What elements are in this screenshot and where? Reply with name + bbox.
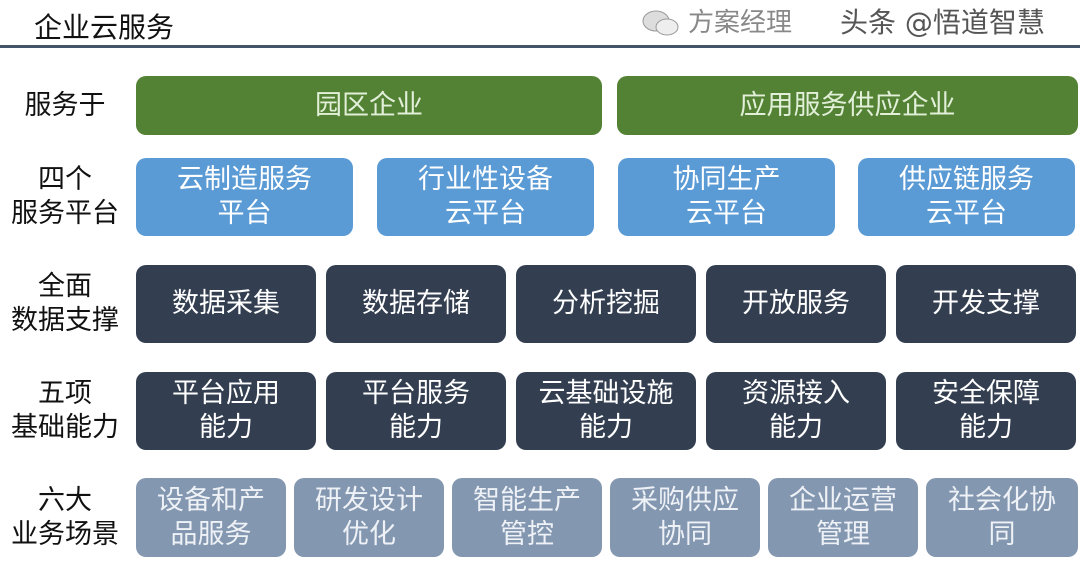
- row-label-line: 全面: [38, 271, 92, 302]
- row-label-line: 五项: [38, 378, 92, 409]
- row-label-line: 服务于: [24, 89, 106, 121]
- box-text-line: 供应链服务: [899, 164, 1034, 195]
- box-text-line: 设备和产: [157, 484, 265, 516]
- box-text-line: 应用服务供应企业: [739, 89, 956, 121]
- row-label-platforms: 四个服务平台: [0, 158, 130, 236]
- box-text-line: 开发支撑: [932, 288, 1040, 319]
- box-text-line: 云制造服务: [177, 164, 312, 195]
- box-text-line: 数据采集: [172, 288, 280, 319]
- row-label-line: 服务平台: [11, 198, 119, 229]
- box-text-line: 云基础设施: [538, 378, 674, 409]
- row-label-scenarios: 六大业务场景: [0, 478, 130, 557]
- data-support-box: 数据存储: [326, 265, 506, 343]
- capabilities-box: 资源接入能力: [706, 372, 886, 450]
- box-text-line: 能力: [579, 412, 633, 443]
- box-text-line: 安全保障: [932, 378, 1040, 409]
- box-text-line: 同: [988, 518, 1016, 550]
- page-title: 企业云服务: [34, 11, 175, 44]
- box-text-line: 协同: [658, 518, 712, 550]
- data-support-box: 开放服务: [706, 265, 886, 343]
- capabilities-box: 平台应用能力: [136, 372, 316, 450]
- scenarios-box: 智能生产管控: [452, 478, 602, 557]
- box-text-line: 云平台: [445, 198, 526, 229]
- platforms-box: 供应链服务云平台: [858, 158, 1075, 236]
- row-label-line: 四个: [38, 164, 92, 195]
- box-text-line: 优化: [342, 518, 396, 550]
- box-text-line: 平台应用: [172, 378, 280, 409]
- box-text-line: 采购供应: [631, 484, 739, 516]
- platforms-box: 行业性设备云平台: [377, 158, 594, 236]
- serves-box: 应用服务供应企业: [617, 76, 1078, 135]
- platforms-box: 云制造服务平台: [136, 158, 353, 236]
- row-label-serves: 服务于: [0, 76, 130, 135]
- data-support-box: 分析挖掘: [516, 265, 696, 343]
- row-label-capabilities: 五项基础能力: [0, 372, 130, 450]
- wechat-icon: [640, 8, 680, 38]
- row-label-line: 业务场景: [11, 518, 119, 550]
- data-support-box: 数据采集: [136, 265, 316, 343]
- box-text-line: 能力: [199, 412, 253, 443]
- title-divider: [0, 45, 1080, 48]
- capabilities-box: 安全保障能力: [896, 372, 1076, 450]
- box-text-line: 平台: [217, 198, 272, 229]
- box-text-line: 能力: [769, 412, 823, 443]
- box-text-line: 企业运营: [789, 484, 897, 516]
- box-text-line: 分析挖掘: [552, 288, 660, 319]
- box-text-line: 研发设计: [315, 484, 423, 516]
- scenarios-box: 设备和产品服务: [136, 478, 286, 557]
- box-text-line: 管理: [816, 518, 870, 550]
- platforms-box: 协同生产云平台: [618, 158, 835, 236]
- watermark-faint: 方案经理: [688, 8, 793, 38]
- watermark: 头条 @悟道智慧: [840, 6, 1045, 39]
- data-support-box: 开发支撑: [896, 265, 1076, 343]
- row-label-line: 基础能力: [11, 412, 119, 443]
- box-text-line: 数据存储: [362, 288, 470, 319]
- row-label-line: 六大: [38, 484, 92, 516]
- box-text-line: 平台服务: [362, 378, 470, 409]
- box-text-line: 资源接入: [742, 378, 850, 409]
- scenarios-box: 研发设计优化: [294, 478, 444, 557]
- box-text-line: 行业性设备: [418, 164, 553, 195]
- capabilities-box: 平台服务能力: [326, 372, 506, 450]
- serves-box: 园区企业: [136, 76, 602, 135]
- capabilities-box: 云基础设施能力: [516, 372, 696, 450]
- box-text-line: 协同生产: [672, 164, 781, 195]
- box-text-line: 品服务: [170, 518, 252, 550]
- box-text-line: 管控: [500, 518, 554, 550]
- box-text-line: 社会化协: [948, 484, 1056, 516]
- scenarios-box: 企业运营管理: [768, 478, 918, 557]
- box-text-line: 云平台: [686, 198, 767, 229]
- box-text-line: 智能生产: [473, 484, 581, 516]
- row-label-line: 数据支撑: [11, 305, 119, 336]
- box-text-line: 开放服务: [742, 288, 850, 319]
- box-text-line: 园区企业: [315, 89, 423, 121]
- scenarios-box: 采购供应协同: [610, 478, 760, 557]
- box-text-line: 能力: [959, 412, 1013, 443]
- row-label-data-support: 全面数据支撑: [0, 265, 130, 343]
- scenarios-box: 社会化协同: [926, 478, 1078, 557]
- box-text-line: 能力: [389, 412, 443, 443]
- box-text-line: 云平台: [926, 198, 1007, 229]
